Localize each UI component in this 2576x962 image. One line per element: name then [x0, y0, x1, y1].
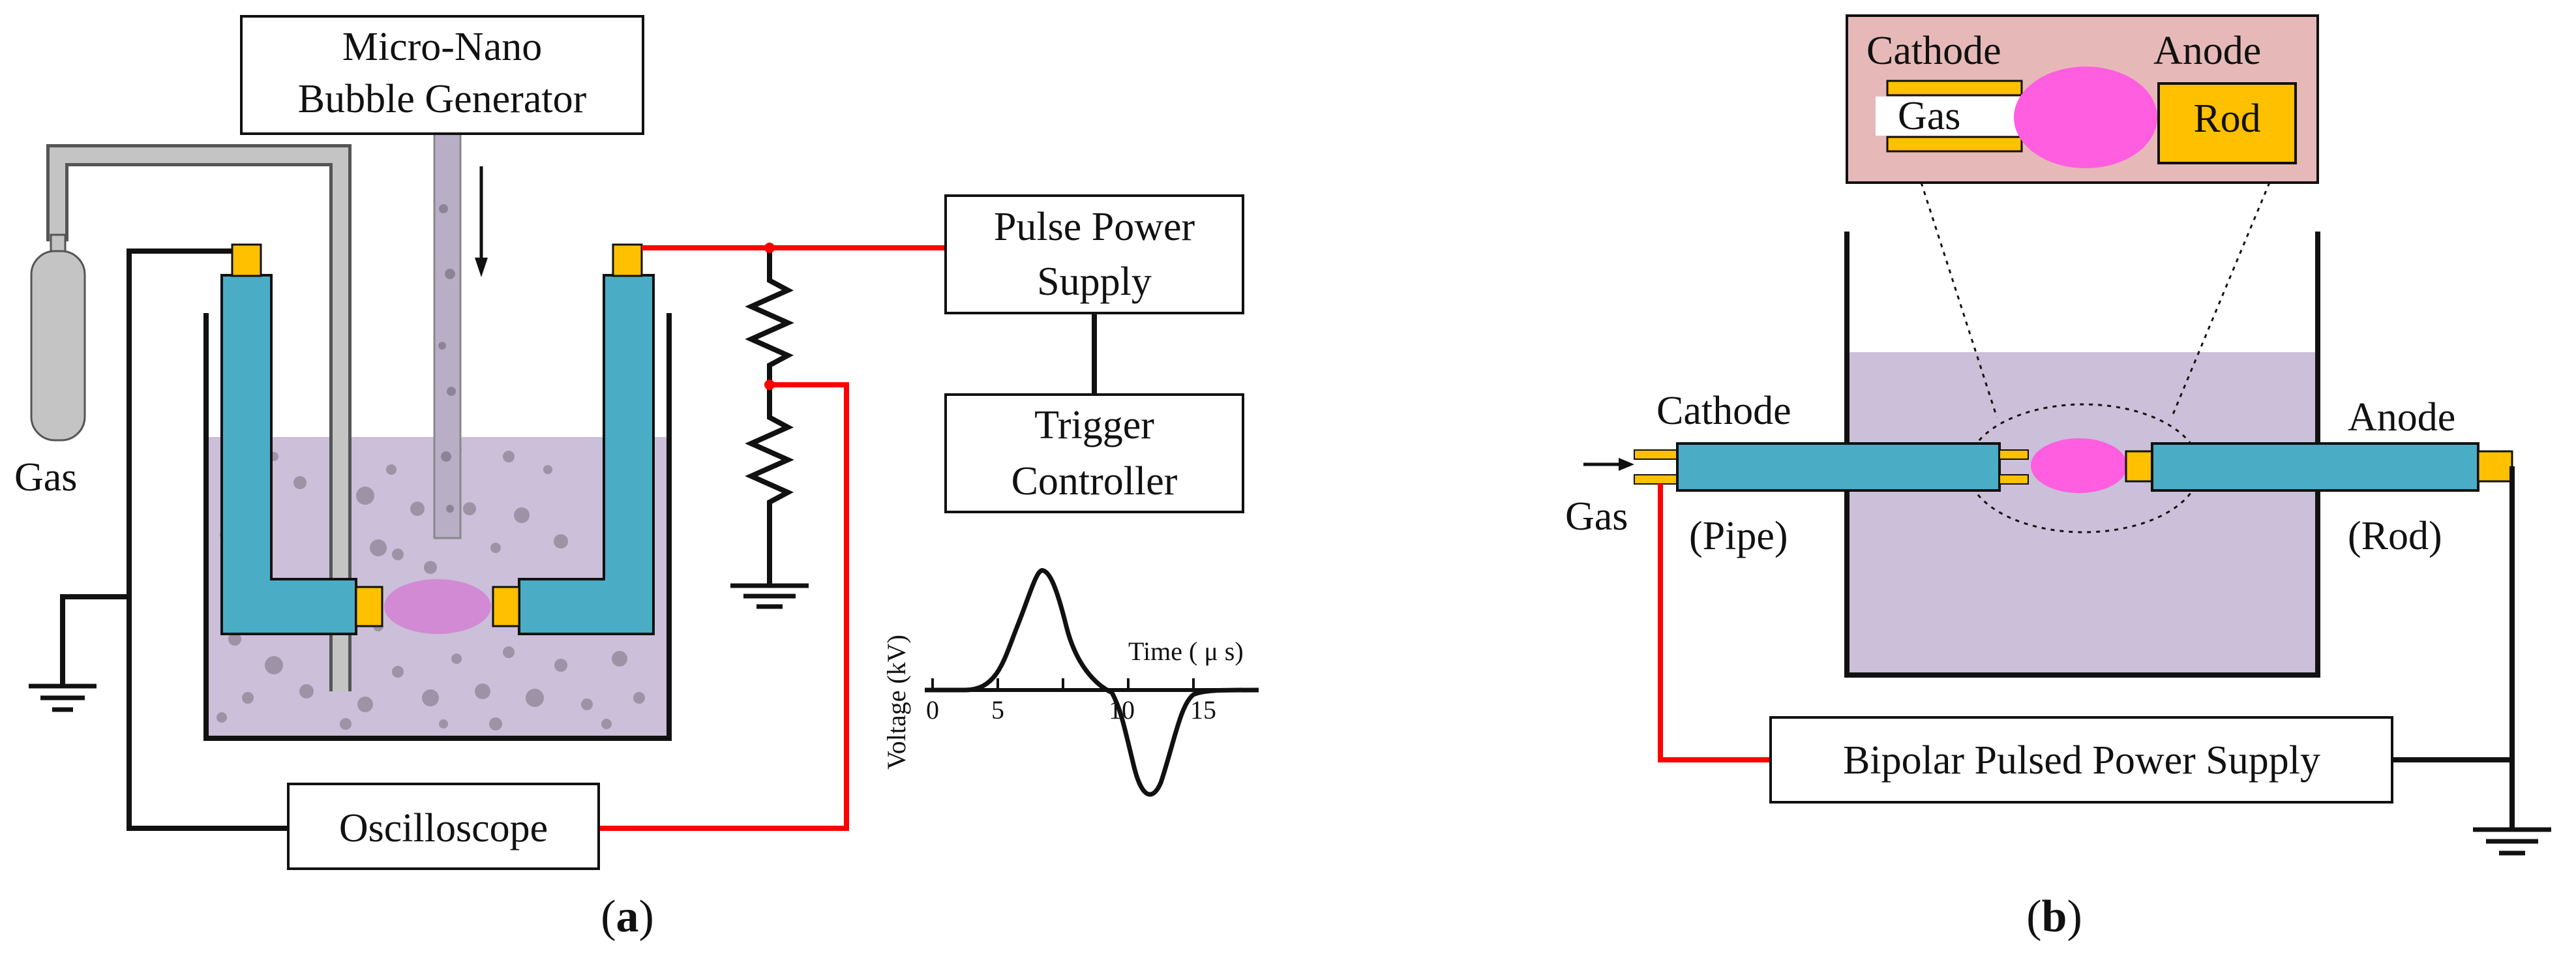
- inset-anode-label: Anode: [2153, 29, 2261, 73]
- pulse-power-box: [944, 194, 1244, 314]
- waveform-ylabel: Voltage (kV): [882, 635, 911, 770]
- right-electrode-tip: [492, 586, 520, 627]
- inset-rod: [2157, 82, 2297, 164]
- panel-b: Cathode Anode Gas Rod Cathode (Pipe) Ano…: [1565, 14, 2551, 942]
- oscilloscope-box: [287, 783, 600, 870]
- cathode-pipe-gas-bottom: [1634, 474, 1678, 485]
- cathode-pipe-gas-top: [1634, 449, 1678, 460]
- anode-tip: [2125, 450, 2153, 483]
- inset-gas-label: Gas: [1898, 94, 1960, 138]
- resistor-divider: [745, 248, 794, 586]
- tick-15: 15: [1190, 695, 1216, 725]
- cathode-sub: (Pipe): [1689, 514, 1788, 558]
- inset-plasma: [2014, 67, 2157, 168]
- inset-cathode-bottom: [1886, 136, 2023, 153]
- cathode-wire: [1658, 484, 1771, 762]
- tick-10: 10: [1109, 695, 1135, 725]
- ground-icon-left: [29, 684, 97, 712]
- waveform-plot: 0 5 10 15 Time ( μ s) Voltage (kV): [882, 568, 1259, 797]
- cathode-pipe: [1676, 442, 2001, 492]
- ground-wire-left: [127, 248, 300, 831]
- inset-cathode-top: [1886, 80, 2023, 97]
- caption-a: (a): [601, 892, 654, 942]
- panel-a: Gas Micro-Nano Bubble Generator: [14, 15, 1259, 942]
- gas-label-b: Gas: [1565, 494, 1628, 539]
- cathode-label: Cathode: [1656, 389, 1791, 433]
- gas-label: Gas: [14, 455, 77, 500]
- generator-line2: Bubble Generator: [298, 77, 587, 121]
- cathode-tip-top: [1999, 449, 2029, 460]
- plasma-discharge-b: [2031, 438, 2127, 493]
- anode-label: Anode: [2348, 395, 2455, 440]
- left-electrode: [220, 274, 357, 635]
- ground-icon-b: [2473, 827, 2551, 856]
- anode-connector: [2477, 450, 2513, 483]
- anode-rod: [2151, 442, 2479, 492]
- gas-cylinder-icon: [30, 233, 86, 442]
- cathode-tip-bottom: [1999, 474, 2029, 485]
- right-electrode: [518, 274, 655, 635]
- pulse-power-line2: Supply: [1037, 260, 1152, 304]
- waveform-xlabel: Time ( μ s): [1128, 637, 1244, 666]
- trigger-line1: Trigger: [1034, 403, 1154, 447]
- bipolar-supply-box: [1769, 716, 2393, 804]
- trigger-box: [944, 393, 1244, 513]
- bubble-generator-box: [240, 15, 644, 135]
- oscilloscope-label: Oscilloscope: [339, 806, 548, 850]
- tick-5: 5: [991, 695, 1004, 725]
- tank-wall: [203, 313, 672, 741]
- waveform-curve: [925, 568, 1259, 797]
- probe-wire: [599, 382, 849, 831]
- right-connector-top: [612, 243, 643, 277]
- left-connector-top: [231, 243, 262, 277]
- tank-liquid-b: [1847, 352, 2318, 675]
- inset-cathode-label: Cathode: [1866, 29, 2001, 73]
- bipolar-supply-label: Bipolar Pulsed Power Supply: [1843, 738, 2320, 783]
- caption-b: (b): [2026, 892, 2082, 942]
- inset-rod-label: Rod: [2193, 97, 2260, 141]
- pulse-power-line1: Pulse Power: [994, 205, 1195, 249]
- bubble-tube: [433, 126, 462, 539]
- left-electrode-tip: [355, 586, 383, 627]
- tick-0: 0: [926, 695, 939, 725]
- inset-gas-box: [1876, 97, 2022, 136]
- plasma-discharge: [384, 579, 491, 634]
- trigger-line2: Controller: [1011, 459, 1178, 504]
- anode-sub: (Rod): [2348, 514, 2442, 558]
- generator-line1: Micro-Nano: [342, 25, 542, 69]
- ground-icon-mid: [730, 583, 809, 609]
